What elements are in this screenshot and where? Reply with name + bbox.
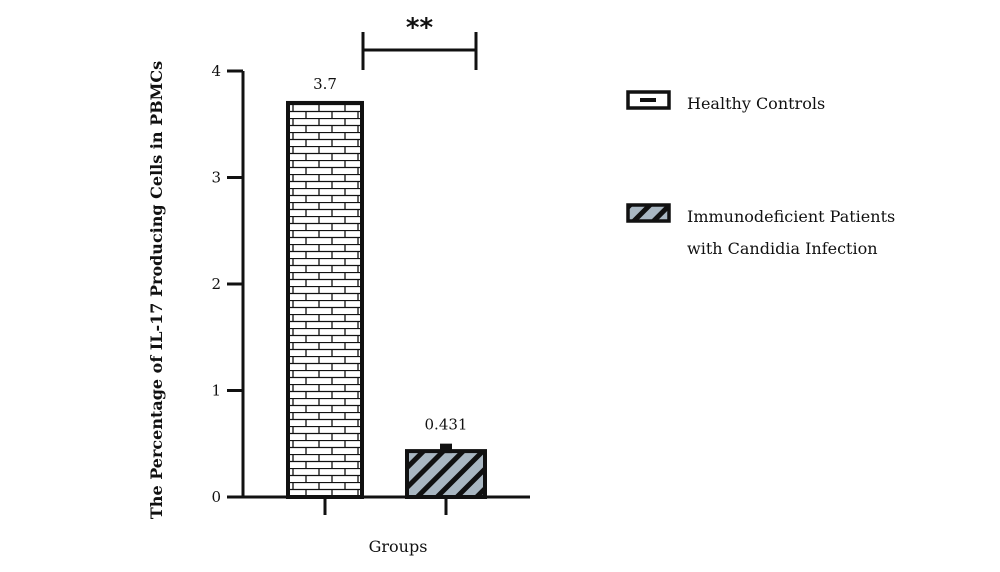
legend-swatch	[626, 203, 671, 223]
significance-label: **	[406, 13, 434, 43]
y-tick-label: 3	[211, 169, 221, 187]
legend-label: Healthy Controls	[687, 94, 825, 113]
y-tick-label: 1	[211, 382, 221, 400]
legend-label: Immunodeficient Patients	[687, 207, 895, 226]
y-tick-label: 0	[211, 488, 221, 506]
x-axis-title: Groups	[369, 537, 428, 556]
y-tick-label: 4	[211, 62, 221, 80]
y-axis-title: The Percentage of IL-17 Producing Cells …	[147, 61, 166, 519]
significance-bracket: **	[361, 13, 478, 70]
legend-label: with Candidia Infection	[687, 239, 878, 258]
labels: 3.7 0.431	[313, 75, 467, 434]
legend-swatch-pattern	[640, 98, 656, 102]
bar	[405, 449, 487, 500]
legend-item: Immunodeficient Patients with Candidia In…	[626, 203, 895, 258]
error-bar	[440, 443, 452, 454]
legend-item: Healthy Controls	[626, 90, 825, 113]
bar	[286, 100, 364, 499]
bars	[286, 100, 487, 500]
y-tick-label: 2	[211, 275, 221, 293]
axes: 0 1 2 3 4	[211, 62, 530, 515]
data-label: 3.7	[313, 75, 337, 93]
data-label: 0.431	[425, 416, 468, 434]
